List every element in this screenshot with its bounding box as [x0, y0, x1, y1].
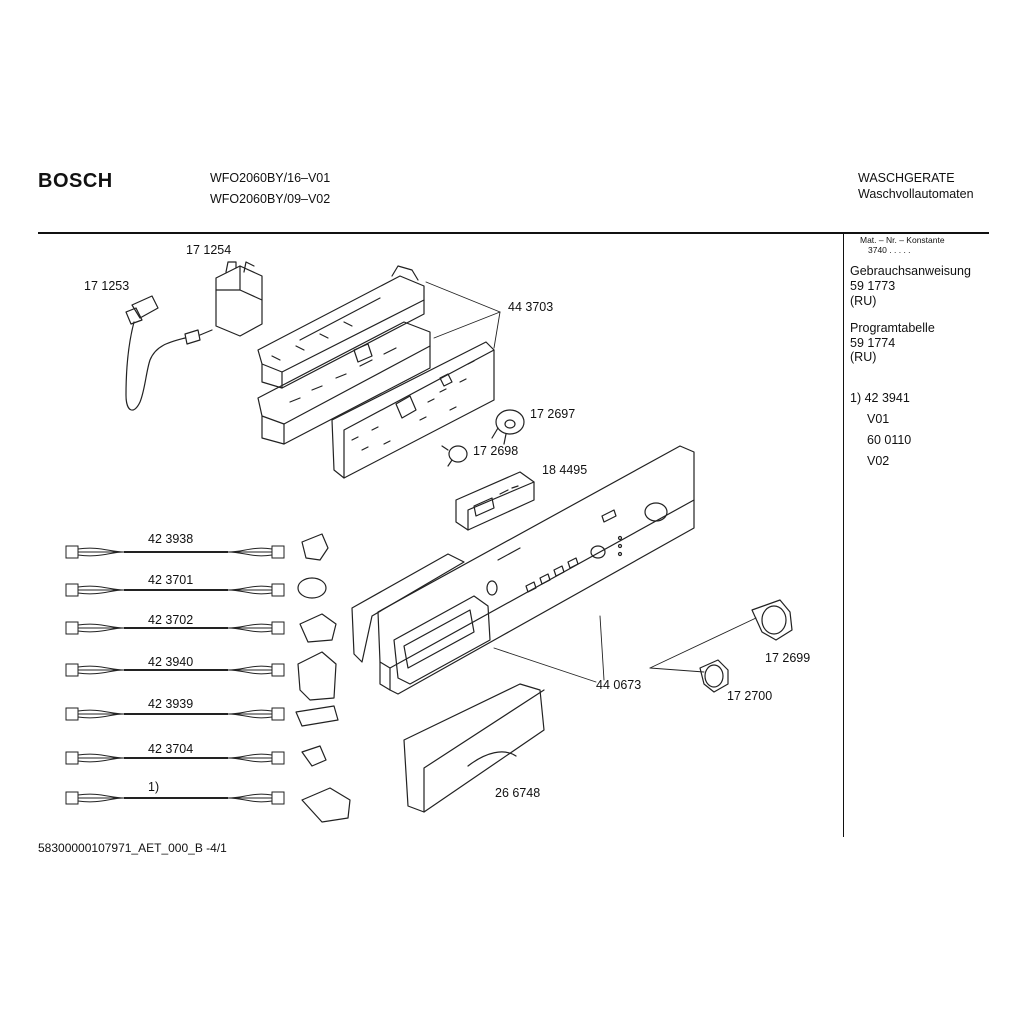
- model-number-1: WFO2060BY/16–V01: [210, 171, 331, 185]
- sidebar-divider: [843, 233, 844, 837]
- interference-filter-part: [215, 261, 263, 337]
- part-label-440673: 44 0673: [596, 678, 642, 692]
- manual-title: Gebrauchsanweisung: [850, 264, 971, 278]
- part-label-171254: 17 1254: [186, 243, 232, 257]
- wire-harness: [65, 663, 285, 677]
- harness-label: 42 3940: [148, 655, 194, 669]
- program-knob-part: [751, 599, 793, 641]
- program-table-language: (RU): [850, 350, 877, 364]
- document-id: 58300000107971_AET_000_B -4/1: [38, 841, 227, 855]
- harness-label: 42 3702: [148, 613, 194, 627]
- wire-harness: [65, 751, 285, 765]
- part-label-184495: 18 4495: [542, 463, 588, 477]
- power-cord-part: [125, 295, 213, 411]
- control-board-part: [331, 341, 495, 479]
- part-label-171253: 17 1253: [84, 279, 130, 293]
- harness-label: 42 3701: [148, 573, 194, 587]
- part-label-172700: 17 2700: [727, 689, 773, 703]
- part-label-172699: 17 2699: [765, 651, 811, 665]
- wire-harness: [65, 791, 285, 805]
- detergent-drawer-handle-part: [403, 683, 545, 813]
- brand-logo: BOSCH: [38, 170, 113, 192]
- category-subtitle: Waschvollautomaten: [858, 187, 974, 201]
- manual-language: (RU): [850, 294, 877, 308]
- selector-axle-part: [441, 445, 468, 467]
- harness-components: [295, 533, 351, 823]
- wire-harness: [65, 583, 285, 597]
- footnote-version-1: V01: [867, 412, 890, 426]
- panel-seal-part: [351, 553, 465, 663]
- part-label-172697: 17 2697: [530, 407, 576, 421]
- harness-label: 42 3704: [148, 742, 194, 756]
- harness-rows: [65, 545, 285, 805]
- program-table-number: 59 1774: [850, 336, 896, 350]
- manual-number: 59 1773: [850, 279, 896, 293]
- temperature-knob-part: [699, 659, 729, 693]
- leader-lines: [425, 281, 757, 683]
- footnote-part: 60 0110: [867, 433, 912, 447]
- mat-number-label: Mat. – Nr. – Konstante: [860, 235, 945, 245]
- part-label-266748: 26 6748: [495, 786, 541, 800]
- harness-label: 1): [148, 780, 160, 794]
- wire-harness: [65, 707, 285, 721]
- category-title: WASCHGERATE: [858, 171, 955, 185]
- wire-harness: [65, 621, 285, 635]
- harness-label: 42 3939: [148, 697, 194, 711]
- program-switch-axle-part: [491, 409, 525, 445]
- part-label-443703: 44 3703: [508, 300, 554, 314]
- footnote-version-2: V02: [867, 454, 890, 468]
- model-number-2: WFO2060BY/09–V02: [210, 192, 331, 206]
- part-label-172698: 17 2698: [473, 444, 519, 458]
- program-table-title: Programtabelle: [850, 321, 935, 335]
- module-frame-part: [257, 265, 431, 445]
- wire-harness: [65, 545, 285, 559]
- control-panel-fascia-part: [377, 445, 695, 695]
- header-divider: [38, 232, 989, 234]
- harness-label: 42 3938: [148, 532, 194, 546]
- footnote-ref: 1) 42 3941: [850, 391, 910, 405]
- mat-number-value: 3740 . . . . .: [868, 245, 911, 255]
- display-board-part: [455, 471, 535, 531]
